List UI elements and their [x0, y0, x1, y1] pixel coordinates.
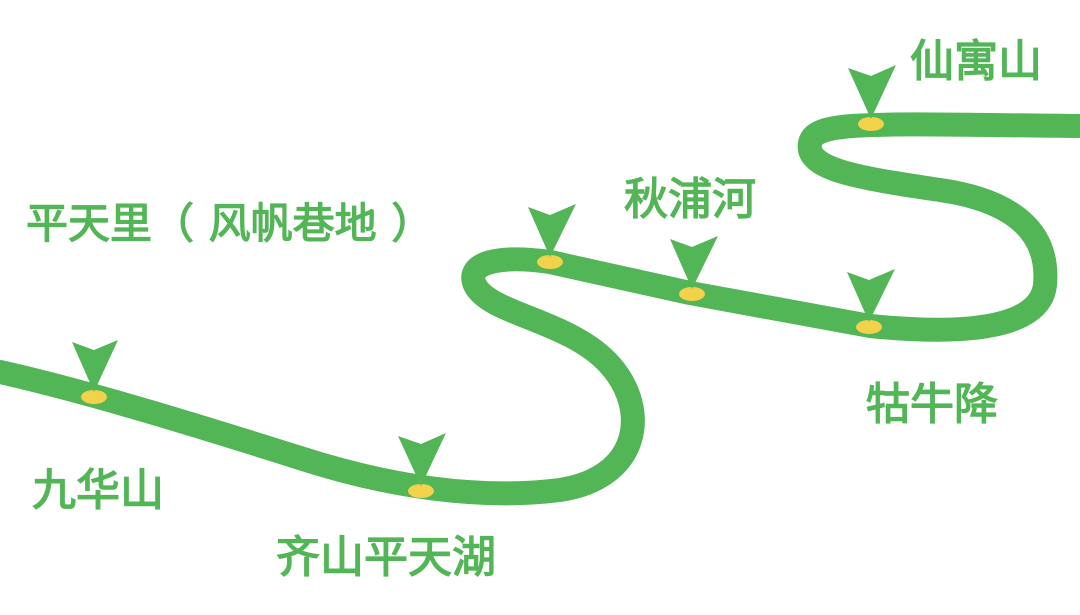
location-pin-icon — [398, 433, 446, 486]
location-pin-icon — [72, 340, 118, 392]
stop-qishan-pingtianhu[interactable] — [398, 433, 446, 498]
stop-pingtianli[interactable] — [528, 204, 576, 269]
marker-base — [858, 117, 884, 131]
marker-base — [679, 287, 705, 301]
location-pin-icon — [670, 236, 718, 289]
label-jiuhua-shan: 九华山 — [32, 465, 164, 516]
location-pin-icon — [848, 65, 896, 119]
location-pin-icon — [528, 204, 576, 257]
stop-xianyu-shan[interactable] — [848, 65, 896, 131]
label-pingtianli: 平天里（ 风帆巷地 ） — [26, 199, 433, 248]
route-path — [0, 112, 1080, 506]
stop-guniu-jiang[interactable] — [847, 269, 895, 334]
stop-jiuhua-shan[interactable] — [72, 340, 118, 404]
label-qishan-pingtianhu: 齐山平天湖 — [276, 532, 496, 583]
marker-base — [537, 255, 563, 269]
marker-base — [408, 484, 434, 498]
label-qiupu-he: 秋浦河 — [624, 174, 756, 225]
marker-base — [856, 320, 882, 334]
marker-base — [81, 390, 107, 404]
location-pin-icon — [847, 269, 895, 322]
label-xianyu-shan: 仙寓山 — [910, 36, 1042, 87]
label-guniu-jiang: 牯牛降 — [866, 379, 998, 430]
stop-qiupu-he[interactable] — [670, 236, 718, 301]
